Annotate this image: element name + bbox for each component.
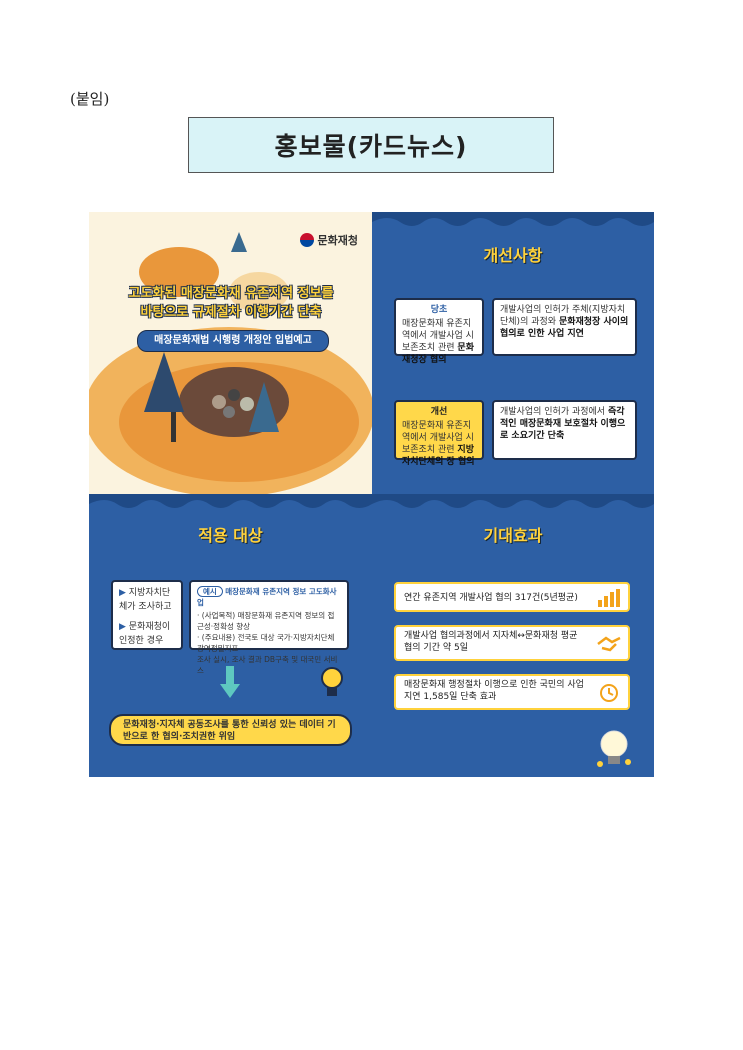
delegation-box: 문화재청·지자체 공동조사를 통한 신뢰성 있는 데이터 기반으로 한 협의·조…: [109, 714, 352, 746]
logo-text: 문화재청: [317, 234, 358, 247]
card-improvements: 개선사항 당초 매장문화재 유존지역에서 개발사업 시 보존조치 관련 문화재청…: [372, 212, 654, 494]
lightbulb-icon: [321, 667, 343, 696]
cover-headline: 고도화된 매장문화재 유존지역 정보를 바탕으로 규제절차 이행기간 단축: [101, 284, 361, 322]
after-left-box: 개선 매장문화재 유존지역에서 개발사업 시 보존조치 관련 지방자치단체의 장…: [394, 400, 484, 467]
bar-chart-icon: [598, 589, 620, 607]
headline-line-2: 바탕으로 규제절차 이행기간 단축: [140, 305, 322, 320]
example-line-1: · (사업목적) 매장문화재 유존지역 정보의 접근성·정확성 향상: [197, 611, 335, 631]
before-left-bold: 문화재청장 협의: [402, 343, 474, 365]
arrow-down-icon: [220, 666, 240, 698]
condition-2: ▶ 문화재청이 인정한 경우: [119, 622, 171, 646]
example-tag: 예시: [197, 586, 223, 597]
example-line-2: · (주요내용) 전국토 대상 국가·지방자치단체 광역정밀지표: [197, 633, 335, 653]
after-right-box: 개발사업의 인허가 과정에서 즉각적인 매장문화재 보호절차 이행으로 소요기간…: [492, 400, 637, 460]
before-left-box: 당초 매장문화재 유존지역에서 개발사업 시 보존조치 관련 문화재청장 협의: [394, 298, 484, 365]
before-tag: 당초: [430, 305, 448, 315]
before-right-bold: 문화재청장 사이의 협의로 인한 사업 지연: [500, 317, 629, 339]
clock-icon: [600, 684, 618, 702]
after-right-text: 개발사업의 인허가 과정에서: [500, 407, 606, 417]
effect-item: 연간 유존지역 개발사업 협의 317건(5년평균): [394, 582, 630, 612]
card-expected-effects: 기대효과 연간 유존지역 개발사업 협의 317건(5년평균) 개발사업 협의과…: [372, 494, 654, 777]
card-title: 개선사항: [483, 246, 543, 265]
taegeuk-icon: [299, 233, 314, 247]
condition-1: ▶ 지방자치단체가 조사하고: [119, 588, 172, 612]
cover-subtitle: 매장문화재법 시행령 개정안 입법예고: [137, 330, 329, 352]
attachment-label: (붙임): [70, 90, 110, 108]
headline-line-1: 고도화된 매장문화재 유존지역 정보를: [128, 286, 334, 301]
wave-decoration: [372, 494, 654, 508]
after-right-bold: 즉각적인 매장문화재 보호절차 이행으로 소요기간 단축: [500, 407, 626, 441]
conditions-box: ▶ 지방자치단체가 조사하고 ▶ 문화재청이 인정한 경우: [111, 580, 183, 650]
card-title: 기대효과: [483, 526, 543, 545]
before-right-text: 개발사업의 인허가 주체(지방자치단체)의 과정와: [500, 305, 626, 327]
effect-item: 개발사업 협의과정에서 지자체↔문화재청 평균 협의 기간 약 5일: [394, 625, 630, 661]
effect-text: 매장문화재 행정절차 이행으로 인한 국민의 사업 지연 1,585일 단축 효…: [404, 680, 584, 702]
wave-decoration: [89, 494, 372, 508]
effect-text: 연간 유존지역 개발사업 협의 317건(5년평균): [404, 593, 578, 603]
before-right-box: 개발사업의 인허가 주체(지방자치단체)의 과정와 문화재청장 사이의 협의로 …: [492, 298, 637, 356]
after-left-text: 매장문화재 유존지역에서 개발사업 시 보존조치 관련: [402, 421, 474, 455]
effect-text: 개발사업 협의과정에서 지자체↔문화재청 평균 협의 기간 약 5일: [404, 631, 578, 653]
after-left-bold: 지방자치단체의 장 협의: [402, 445, 475, 467]
logo: 문화재청: [299, 232, 358, 248]
card-application-target: 적용 대상 ▶ 지방자치단체가 조사하고 ▶ 문화재청이 인정한 경우 예시 매…: [89, 494, 372, 777]
cover-illustration: [89, 232, 372, 494]
wave-decoration: [372, 212, 654, 226]
handshake-icon: [597, 636, 621, 652]
effect-item: 매장문화재 행정절차 이행으로 인한 국민의 사업 지연 1,585일 단축 효…: [394, 674, 630, 710]
example-line-3: 조사 실시, 조사 결과 DB구축 및 대국민 서비스: [197, 655, 338, 675]
idea-lightbulb-icon: [597, 730, 631, 767]
after-tag: 개선: [430, 407, 448, 417]
page-title: 홍보물(카드뉴스): [188, 117, 554, 173]
example-title: 매장문화재 유존지역 정보 고도화사업: [197, 587, 337, 607]
before-left-text: 매장문화재 유존지역에서 개발사업 시 보존조치 관련: [402, 319, 474, 353]
card-news-cover: 문화재청 고도화된 매장문화재 유존지역 정보를 바탕으로 규제절차 이행기간 …: [89, 212, 372, 494]
example-box: 예시 매장문화재 유존지역 정보 고도화사업 · (사업목적) 매장문화재 유존…: [189, 580, 349, 675]
card-title: 적용 대상: [198, 526, 263, 545]
